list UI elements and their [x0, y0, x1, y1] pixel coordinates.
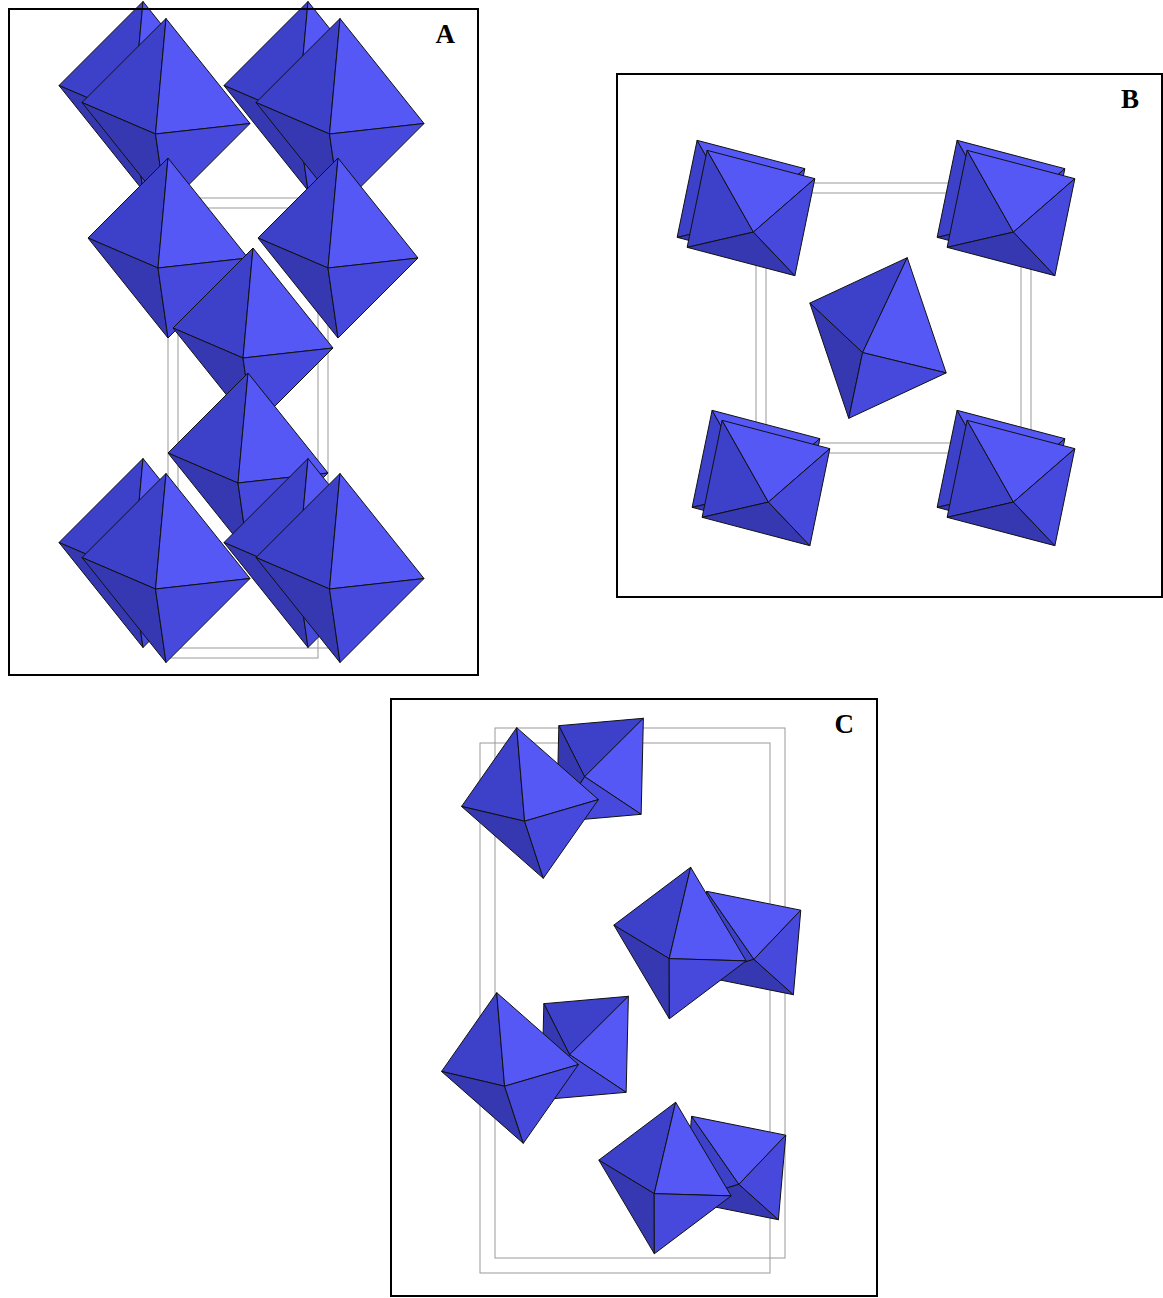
panel-label: A [10, 10, 477, 50]
panel-label: C [392, 700, 876, 740]
structure-b [638, 99, 1114, 587]
panel-frame: C [390, 698, 878, 1297]
panel-frame: A [8, 8, 479, 676]
panel-label: B [618, 75, 1161, 115]
structure-c [430, 680, 840, 1273]
panel-frame: B [616, 73, 1163, 598]
structure-a [59, 2, 424, 663]
